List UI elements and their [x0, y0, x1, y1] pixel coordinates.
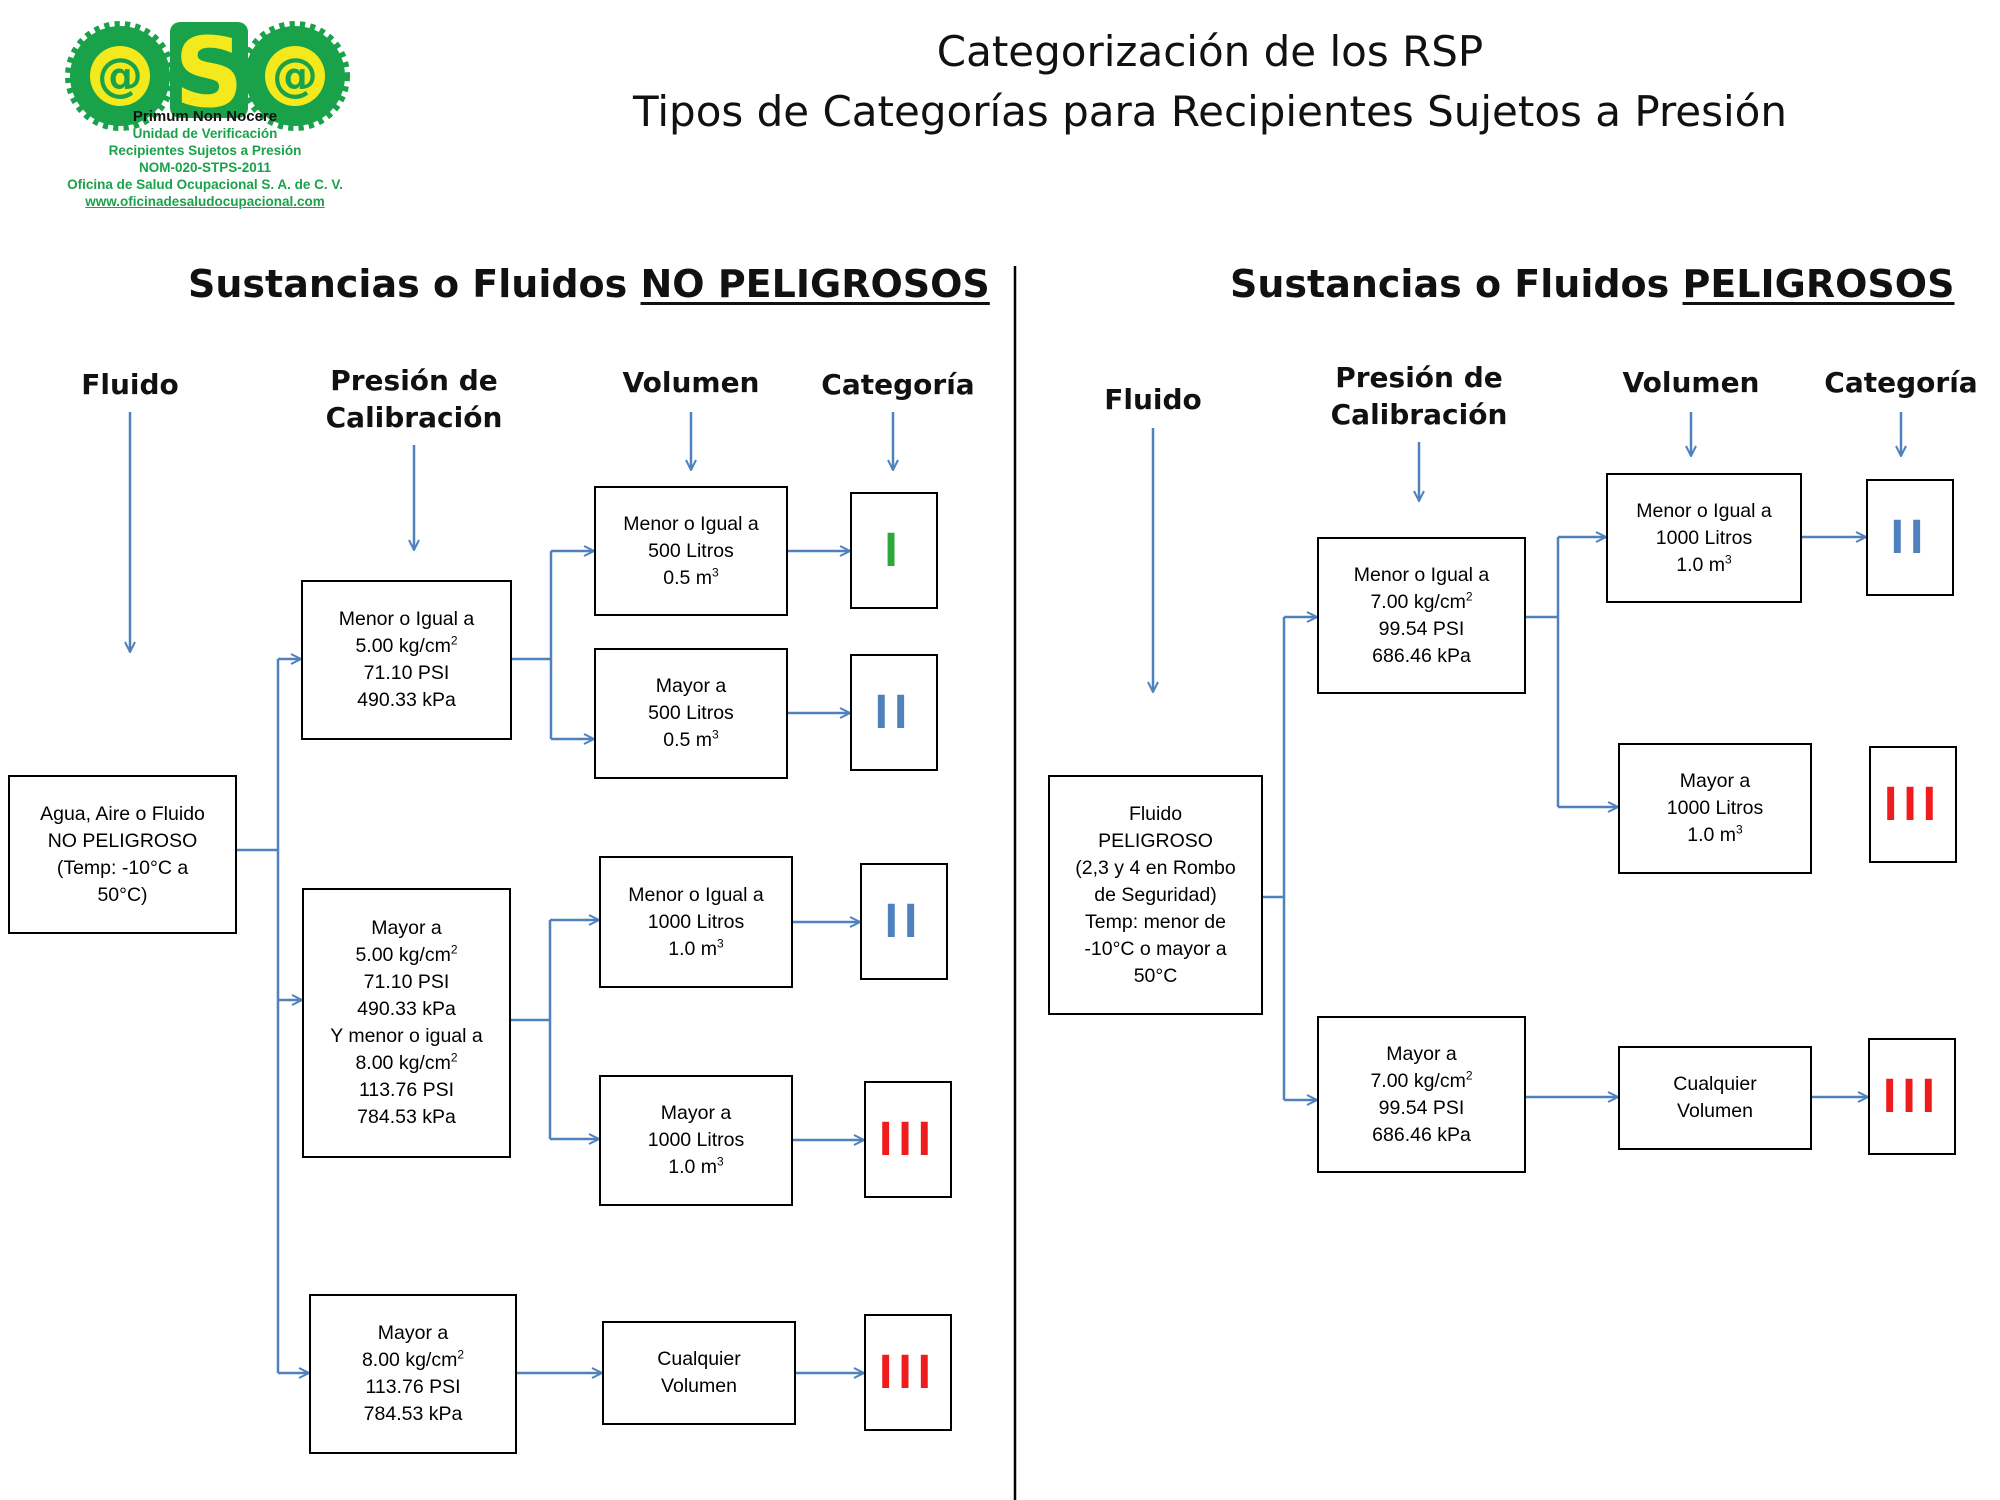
left-volume-box-3: Menor o Igual a 1000 Litros 1.0 m3 [599, 856, 793, 988]
title-line-1: Categorización de los RSP [936, 27, 1484, 76]
section-title-non-hazardous: Sustancias o Fluidos NO PELIGROSOS [188, 262, 990, 306]
logo-line-1: Unidad de Verificación [132, 126, 278, 141]
section-title-hazardous: Sustancias o Fluidos PELIGROSOS [1230, 262, 1955, 306]
left-category-box-5: III [864, 1314, 952, 1431]
page-title: Categorización de los RSP Tipos de Categ… [560, 22, 1860, 142]
right-category-box-1: II [1866, 479, 1954, 596]
right-volume-box-3: Cualquier Volumen [1618, 1046, 1812, 1150]
right-volume-box-1: Menor o Igual a 1000 Litros 1.0 m3 [1606, 473, 1802, 603]
left-fluid-box: Agua, Aire o Fluido NO PELIGROSO (Temp: … [8, 775, 237, 934]
right-volume-box-2: Mayor a 1000 Litros 1.0 m3 [1618, 743, 1812, 874]
logo-line-4: Oficina de Salud Ocupacional S. A. de C.… [67, 177, 343, 192]
left-category-box-1: I [850, 492, 938, 609]
logo-line-5: www.oficinadesaludocupacional.com [85, 194, 325, 209]
logo-text: Primum Non Nocere Unidad de Verificación… [20, 108, 390, 210]
right-header-volume: Volumen [1622, 366, 1760, 399]
left-header-pressure: Presión de Calibración [325, 364, 503, 434]
left-volume-box-5: Cualquier Volumen [602, 1321, 796, 1425]
left-category-box-2: II [850, 654, 938, 771]
svg-text:S: S [174, 17, 243, 129]
left-category-box-4: III [864, 1081, 952, 1198]
left-pressure-box-3: Mayor a 8.00 kg/cm2 113.76 PSI 784.53 kP… [309, 1294, 517, 1454]
right-fluid-box: Fluido PELIGROSO (2,3 y 4 en Rombo de Se… [1048, 775, 1263, 1015]
s-mark-icon: S [170, 17, 248, 129]
left-volume-box-4: Mayor a 1000 Litros 1.0 m3 [599, 1075, 793, 1206]
left-volume-box-1: Menor o Igual a 500 Litros 0.5 m3 [594, 486, 788, 616]
right-header-pressure: Presión de Calibración [1330, 361, 1508, 431]
logo-line-3: NOM-020-STPS-2011 [138, 160, 272, 175]
left-header-fluid: Fluido [81, 368, 179, 401]
left-header-category: Categoría [821, 368, 975, 401]
right-pressure-box-2: Mayor a 7.00 kg/cm2 99.54 PSI 686.46 kPa [1317, 1016, 1526, 1173]
left-pressure-box-1: Menor o Igual a 5.00 kg/cm2 71.10 PSI 49… [301, 580, 512, 740]
svg-text:@: @ [97, 48, 143, 102]
left-volume-box-2: Mayor a 500 Litros 0.5 m3 [594, 648, 788, 779]
left-category-box-3: II [860, 863, 948, 980]
svg-text:@: @ [272, 48, 318, 102]
left-pressure-box-2: Mayor a 5.00 kg/cm2 71.10 PSI 490.33 kPa… [302, 888, 511, 1158]
right-pressure-box-1: Menor o Igual a 7.00 kg/cm2 99.54 PSI 68… [1317, 537, 1526, 694]
company-logo: @ @ S [65, 17, 350, 131]
right-category-box-2: III [1869, 746, 1957, 863]
logo-motto: Primum Non Nocere [132, 108, 278, 125]
right-header-fluid: Fluido [1104, 383, 1202, 416]
title-line-2: Tipos de Categorías para Recipientes Suj… [633, 87, 1787, 136]
gear-icon-right: @ [240, 21, 350, 131]
right-category-box-3: III [1868, 1038, 1956, 1155]
right-header-category: Categoría [1824, 366, 1978, 399]
left-header-volume: Volumen [622, 366, 760, 399]
logo-line-2: Recipientes Sujetos a Presión [108, 143, 302, 158]
